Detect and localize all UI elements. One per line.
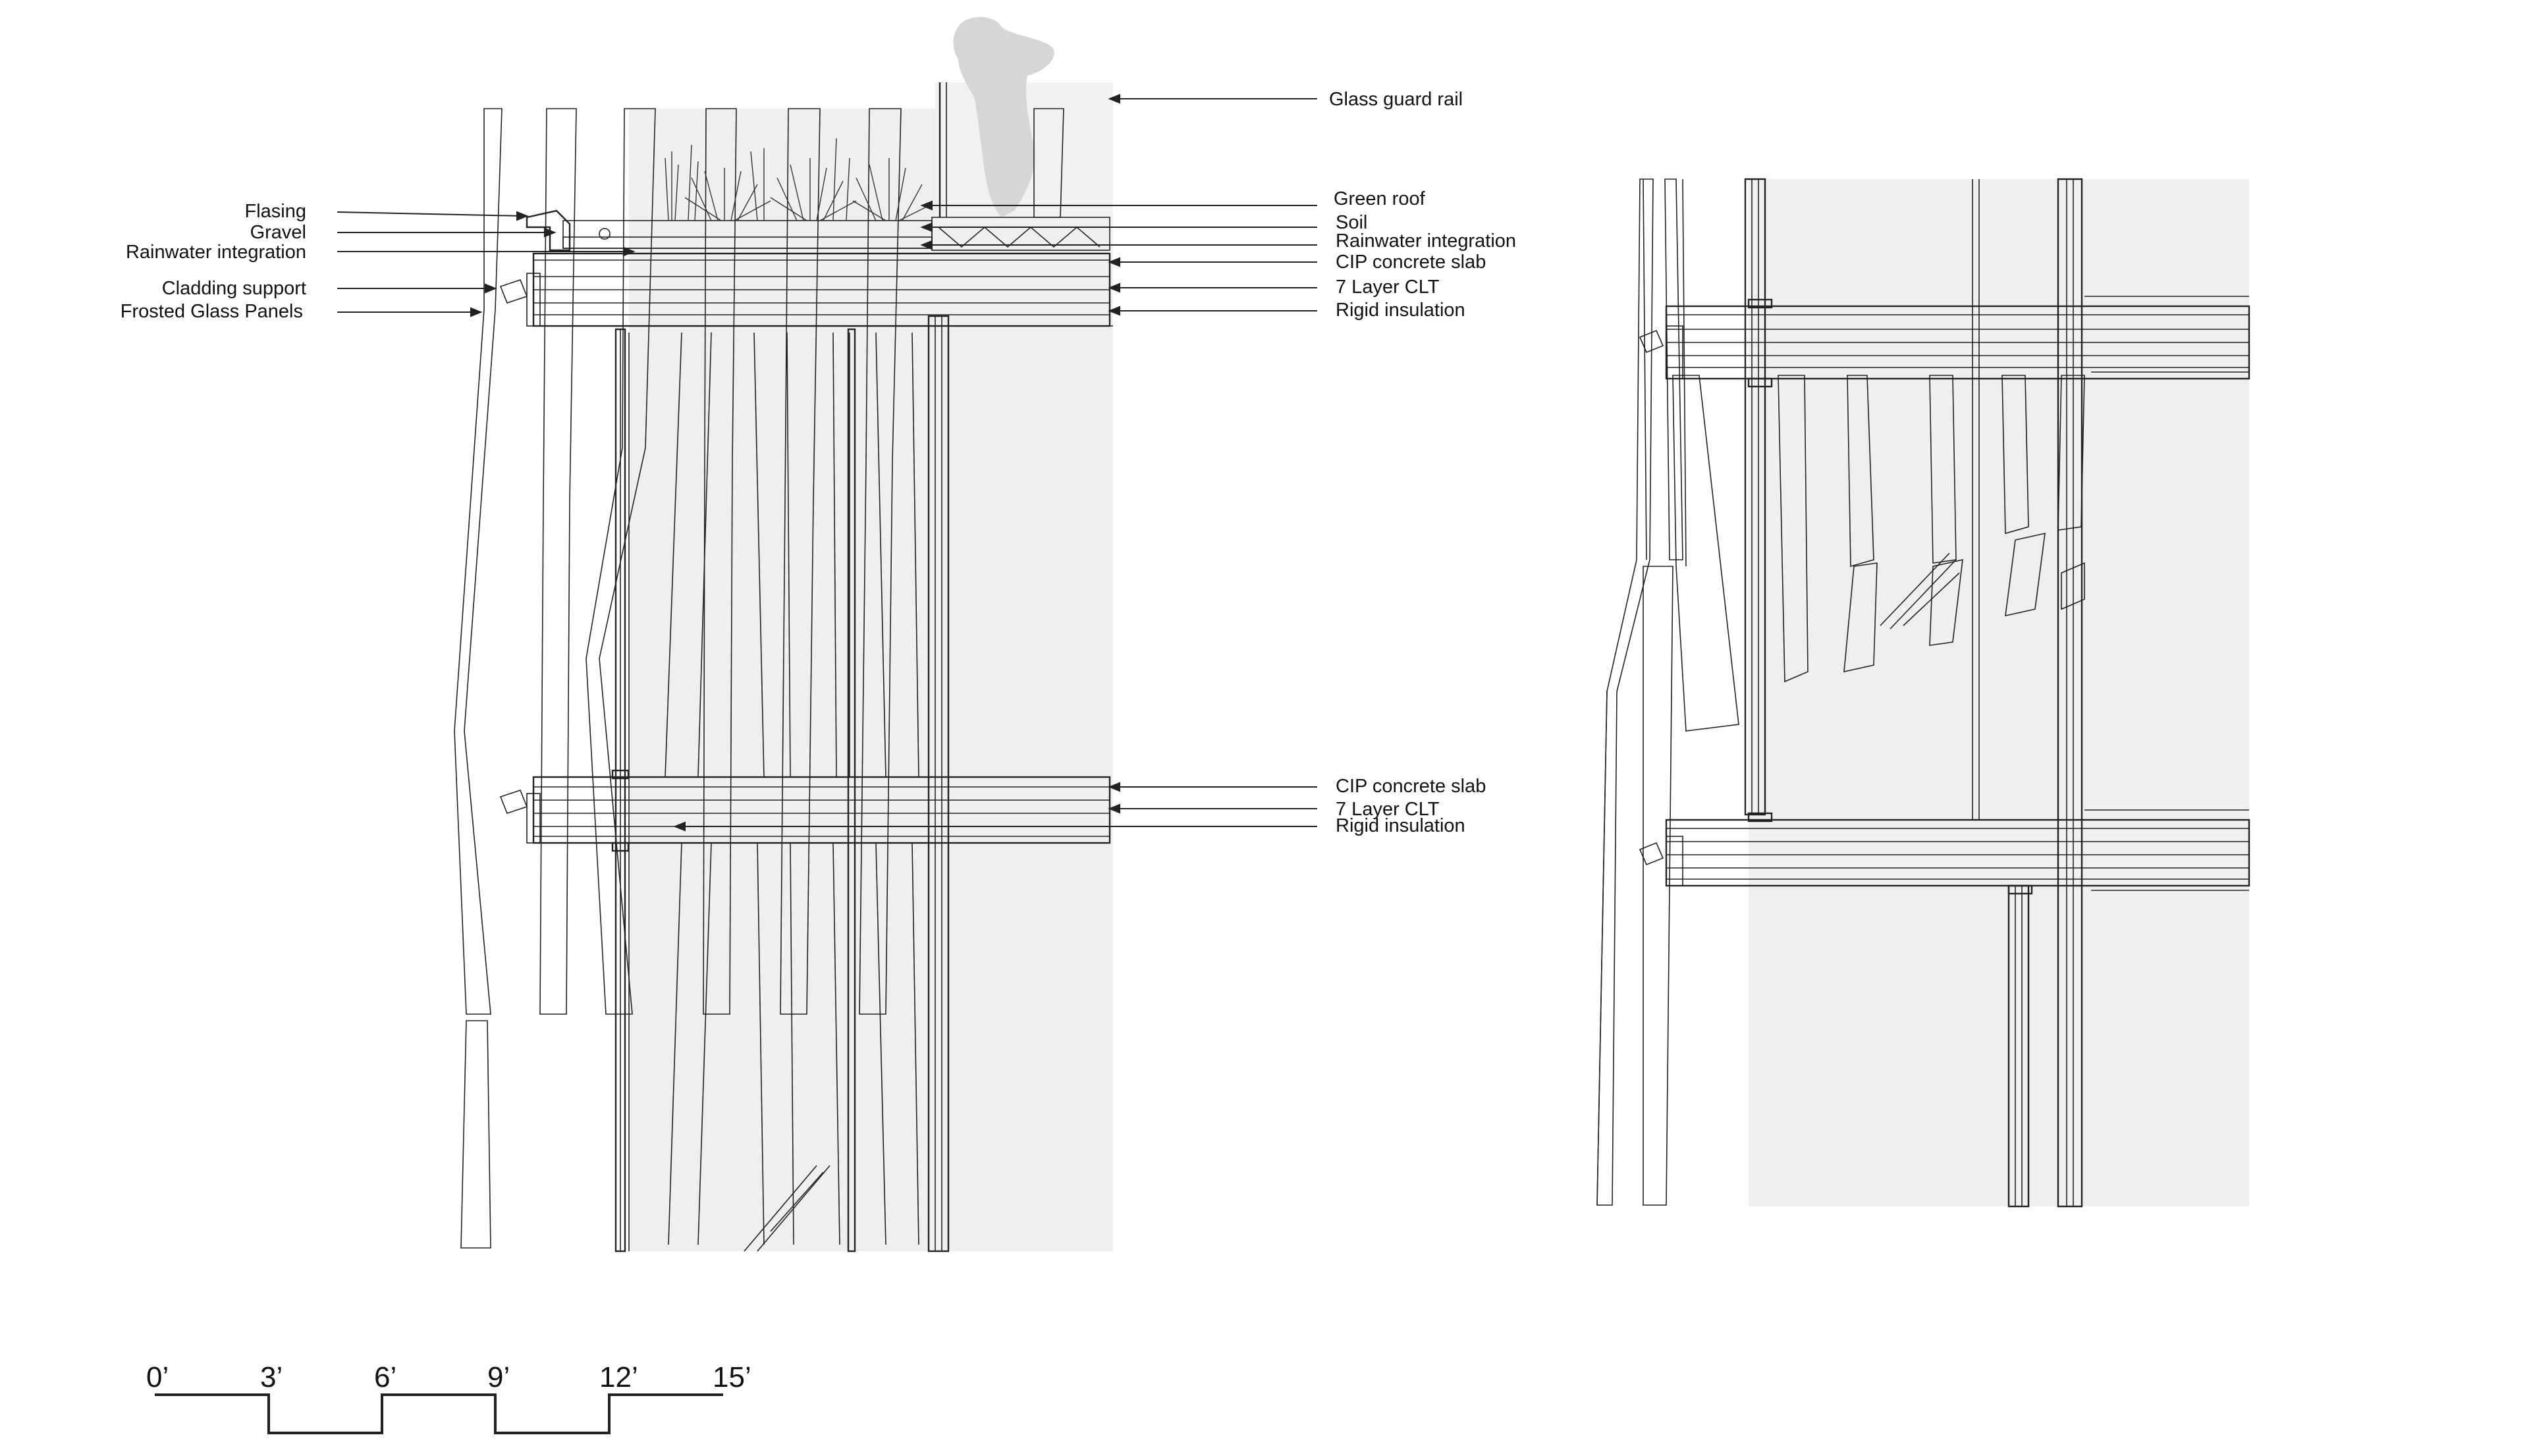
cladding-support (499, 279, 528, 304)
label-rigid-insulation-mid: Rigid insulation (1336, 815, 1465, 836)
label-cip-concrete-slab-mid: CIP concrete slab (1336, 776, 1486, 797)
scale-tick-9: 9’ (487, 1361, 510, 1393)
terrace-deck (931, 217, 1110, 251)
right-glass-reflection-marks (1880, 553, 1960, 630)
label-cladding-support: Cladding support (162, 278, 306, 299)
label-rainwater-integration-right: Rainwater integration (1336, 230, 1516, 252)
label-7-layer-clt-top: 7 Layer CLT (1336, 277, 1440, 298)
label-flasing: Flasing (245, 201, 307, 222)
label-7-layer-clt-mid: 7 Layer CLT (1336, 799, 1440, 820)
flashing (526, 209, 571, 252)
drain-pipe (599, 228, 611, 240)
label-frosted-glass-panels: Frosted Glass Panels (121, 301, 303, 322)
label-cip-concrete-slab-top: CIP concrete slab (1336, 252, 1486, 273)
glass-reflection-marks (744, 1165, 830, 1252)
label-glass-guard-rail: Glass guard rail (1329, 89, 1463, 110)
right-wall-section (1596, 178, 2250, 1208)
left-wall-section (454, 16, 1113, 1253)
label-gravel: Gravel (250, 222, 306, 243)
scale-tick-15: 15’ (713, 1361, 751, 1393)
floor-slab (532, 776, 1111, 844)
right-cladding (1596, 178, 1687, 1206)
left-leader-lines (337, 94, 1317, 832)
label-rigid-insulation-top: Rigid insulation (1336, 300, 1465, 321)
person-silhouette (953, 16, 1054, 218)
scale-tick-3: 3’ (260, 1361, 283, 1393)
scale-tick-12: 12’ (599, 1361, 638, 1393)
interior-background (629, 109, 1113, 1251)
interior-panels (628, 332, 919, 1251)
label-green-roof: Green roof (1334, 188, 1426, 209)
green-roof-plants (665, 138, 933, 221)
left-labels: Flasing Gravel Rainwater integration Cla… (121, 89, 1516, 836)
scale-bar: 0’ 3’ 6’ 9’ 12’ 15’ (146, 1361, 751, 1434)
right-floor-slabs (1639, 298, 2250, 895)
roof-assembly (526, 209, 1111, 327)
scale-tick-6: 6’ (374, 1361, 396, 1393)
scale-tick-0: 0’ (146, 1361, 169, 1393)
right-mullions (1744, 178, 2249, 1208)
label-soil: Soil (1336, 212, 1367, 233)
label-rainwater-integration-left: Rainwater integration (126, 242, 306, 263)
